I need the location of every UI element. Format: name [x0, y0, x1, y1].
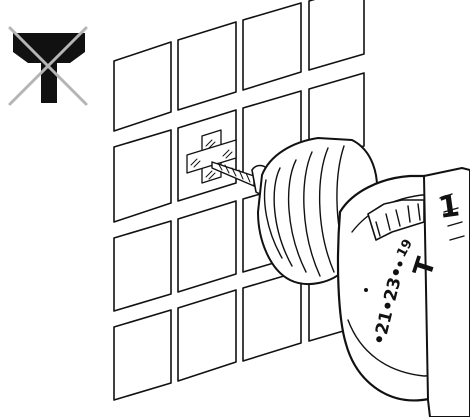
tile [177, 289, 237, 382]
cordless-drill [211, 137, 470, 417]
tape-hatching [190, 139, 233, 180]
tile [113, 129, 172, 223]
tape-strip-horizontal [186, 139, 237, 174]
drill-bit [211, 161, 255, 187]
drill-housing [423, 167, 470, 417]
no-hammer-mode-symbol [8, 26, 88, 106]
tile [242, 2, 302, 91]
collar-number-large: 1 [436, 188, 462, 226]
cross-out-icon [8, 26, 88, 106]
tile [113, 41, 172, 132]
tile [113, 309, 172, 401]
tile [177, 21, 237, 111]
tile [308, 0, 365, 71]
tile [177, 200, 237, 293]
tile [113, 220, 172, 312]
housing-vents [439, 193, 465, 241]
tile [242, 270, 302, 362]
